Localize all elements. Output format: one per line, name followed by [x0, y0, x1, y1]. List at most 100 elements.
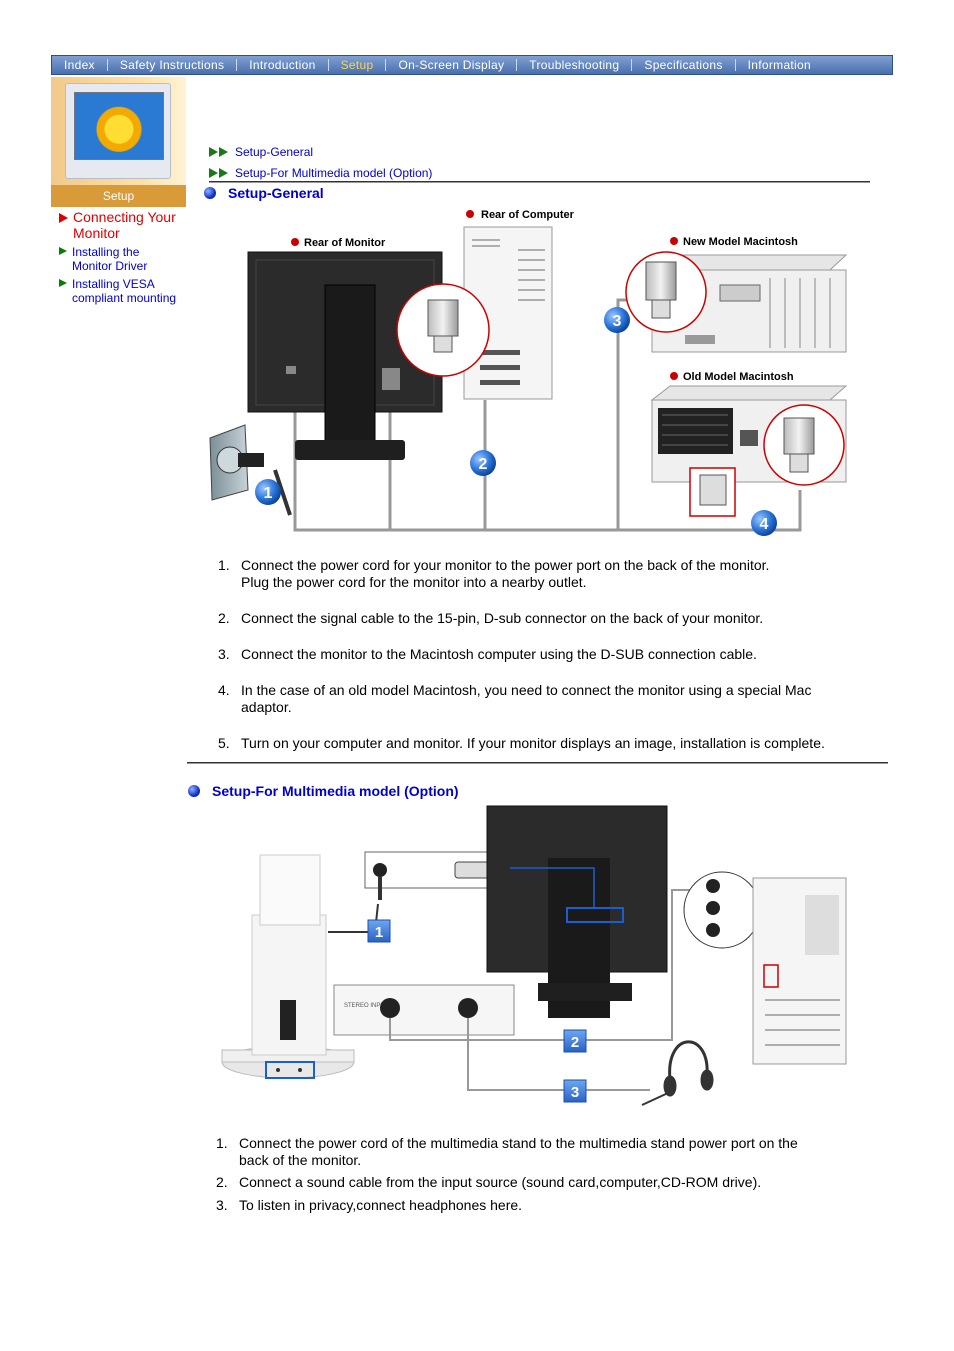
- nav-separator: [734, 59, 736, 71]
- step-text: Connect the power cord of the multimedia…: [239, 1135, 798, 1168]
- multimedia-stand: [221, 854, 355, 1079]
- callout-2: 2: [563, 1029, 587, 1053]
- step-text: Connect the power cord for your monitor …: [241, 557, 770, 590]
- power-port-box: [328, 851, 511, 933]
- step-item: 2.Connect the signal cable to the 15-pin…: [218, 610, 878, 627]
- step-item: 3. To listen in privacy,connect headphone…: [216, 1197, 856, 1214]
- nav-on-screen-display[interactable]: On-Screen Display: [398, 58, 505, 72]
- triangle-arrow-icon: [59, 213, 68, 223]
- double-arrow-icon: [209, 167, 229, 178]
- old-model-macintosh: [650, 385, 848, 517]
- nav-separator: [385, 59, 387, 71]
- label-old-model-macintosh: Old Model Macintosh: [683, 371, 794, 383]
- double-arrow-icon: [209, 146, 229, 157]
- step-text: Connect the monitor to the Macintosh com…: [241, 646, 757, 662]
- svg-text:2: 2: [571, 1034, 579, 1051]
- svg-text:3: 3: [613, 313, 622, 330]
- red-bullet-icon: [670, 237, 678, 245]
- red-bullet-icon: [670, 372, 678, 380]
- svg-text:1: 1: [264, 485, 273, 502]
- headphones: [641, 1040, 714, 1106]
- blue-bullet-icon: [188, 785, 200, 797]
- step-text: Turn on your computer and monitor. If yo…: [241, 735, 825, 751]
- new-model-macintosh: [625, 251, 848, 353]
- anchor-link-label: Setup-For Multimedia model (Option): [235, 165, 433, 180]
- sidebar-banner: Setup: [51, 77, 186, 207]
- nav-separator: [236, 59, 238, 71]
- banner-label: Setup: [51, 185, 186, 207]
- audio-jack-panel: [683, 871, 761, 949]
- callout-4: 4: [751, 510, 777, 536]
- multimedia-steps: 1. Connect the power cord of the multimed…: [216, 1135, 856, 1214]
- section-title-general: Setup-General: [204, 185, 324, 201]
- svg-text:4: 4: [760, 516, 769, 533]
- step-item: 1. Connect the power cord of the multimed…: [216, 1135, 856, 1169]
- triangle-arrow-icon: [59, 279, 67, 287]
- step-item: 4.In the case of an old model Macintosh,…: [218, 682, 878, 716]
- setup-general-steps: 1. Connect the power cord for your monito…: [218, 557, 878, 752]
- step-number: 3.: [216, 1197, 228, 1213]
- nav-introduction[interactable]: Introduction: [249, 58, 316, 72]
- top-navigation: Index Safety Instructions Introduction Setu…: [51, 55, 893, 75]
- nav-setup[interactable]: Setup: [340, 58, 374, 72]
- step-number: 3.: [218, 646, 230, 662]
- callout-1: 1: [255, 479, 281, 505]
- nav-separator: [631, 59, 633, 71]
- step-number: 1.: [218, 557, 230, 573]
- nav-separator: [106, 59, 108, 71]
- step-item: 3. Connect the monitor to the Macintosh c…: [218, 646, 878, 663]
- callout-1: 1: [367, 919, 391, 943]
- label-new-model-macintosh: New Model Macintosh: [683, 236, 798, 248]
- callout-3: 3: [604, 307, 630, 333]
- divider: [209, 181, 870, 183]
- section-title-multimedia: Setup-For Multimedia model (Option): [188, 783, 459, 799]
- red-bullet-icon: [466, 210, 474, 218]
- section-title-text: Setup-For Multimedia model (Option): [212, 783, 459, 799]
- wall-plug-cable: [273, 469, 292, 516]
- step-number: 1.: [216, 1135, 228, 1151]
- multimedia-setup-diagram: STEREO INPUT 1 2 3: [221, 805, 847, 1106]
- divider: [187, 762, 888, 764]
- svg-text:1: 1: [375, 924, 383, 941]
- red-bullet-icon: [291, 238, 299, 246]
- svg-text:3: 3: [571, 1084, 579, 1101]
- step-text: To listen in privacy,connect headphones …: [239, 1197, 523, 1213]
- blue-bullet-icon: [204, 187, 216, 199]
- stereo-input-box: STEREO INPUT: [333, 984, 515, 1036]
- step-item: 2. Connect a sound cable from the input s…: [216, 1174, 856, 1191]
- setup-general-diagram: Rear of Monitor Rear of Computer New Mod…: [209, 209, 848, 536]
- nav-safety-instructions[interactable]: Safety Instructions: [119, 58, 225, 72]
- nav-specifications[interactable]: Specifications: [644, 58, 723, 72]
- sunflower-screen-image: [74, 92, 164, 160]
- audio-cables: [389, 889, 690, 1091]
- monitor-rear: [486, 805, 668, 1018]
- wall-outlet: [209, 424, 264, 501]
- nav-separator: [516, 59, 518, 71]
- nav-information[interactable]: Information: [747, 58, 811, 72]
- step-item: 5. Turn on your computer and monitor. If …: [218, 735, 878, 752]
- section-title-text: Setup-General: [228, 185, 324, 201]
- label-rear-of-monitor: Rear of Monitor: [304, 237, 386, 249]
- anchor-link-setup-general[interactable]: Setup-General: [209, 141, 432, 162]
- step-number: 2.: [216, 1174, 228, 1190]
- step-number: 4.: [218, 682, 230, 698]
- anchor-link-setup-for-multimedia-model-option-[interactable]: Setup-For Multimedia model (Option): [209, 162, 432, 183]
- step-text: Connect a sound cable from the input sou…: [239, 1174, 762, 1190]
- monitor-illustration: [65, 83, 171, 179]
- step-number: 5.: [218, 735, 230, 751]
- nav-troubleshooting[interactable]: Troubleshooting: [529, 58, 620, 72]
- nav-separator: [327, 59, 329, 71]
- step-text: Connect the signal cable to the 15-pin, …: [241, 610, 764, 626]
- step-item: 1. Connect the power cord for your monito…: [218, 557, 878, 591]
- nav-index[interactable]: Index: [64, 58, 95, 72]
- label-rear-of-computer: Rear of Computer: [481, 209, 575, 221]
